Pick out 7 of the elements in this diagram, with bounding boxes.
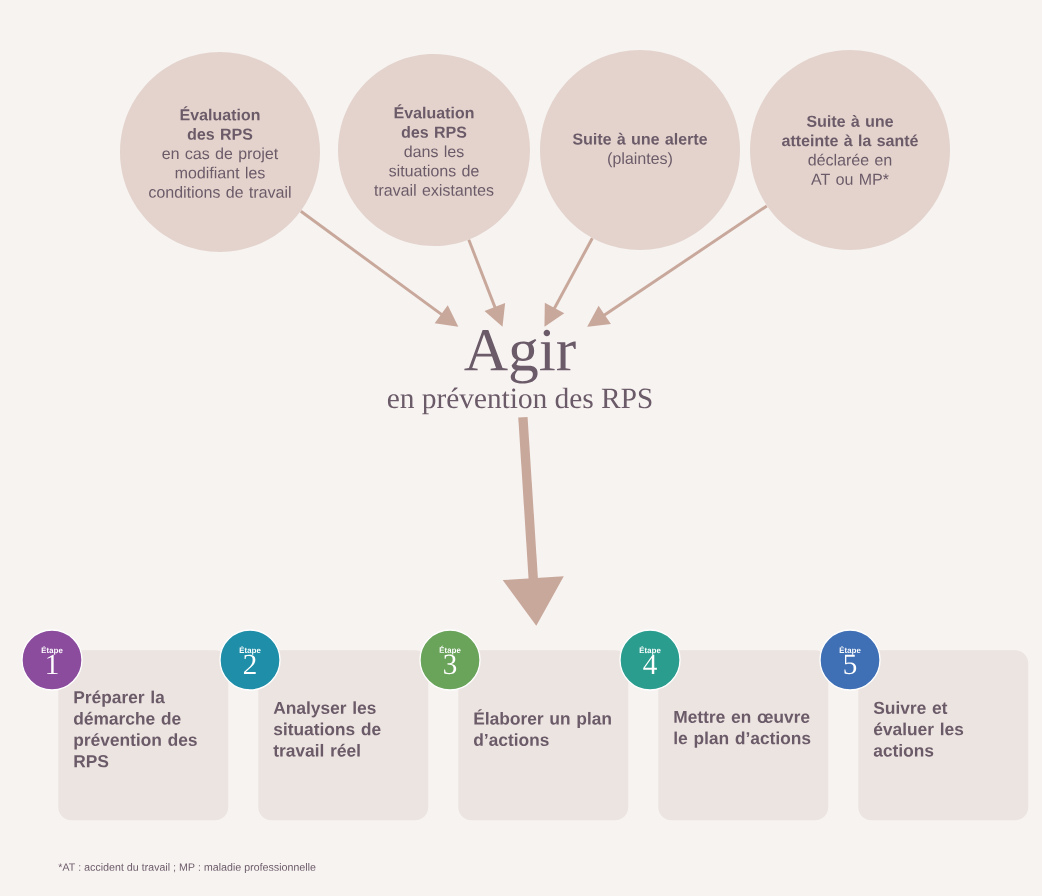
step-badge: Étape 2: [219, 629, 281, 691]
footnote: *AT : accident du travail ; MP : maladie professionnelle: [58, 863, 316, 873]
step-badge: Étape 1: [21, 629, 83, 691]
step-badge: Étape 5: [819, 629, 881, 691]
heading: Agir en prévention des RPS: [387, 329, 652, 415]
step-badge: Étape 4: [619, 629, 681, 691]
step-badge: Étape 3: [419, 629, 481, 691]
